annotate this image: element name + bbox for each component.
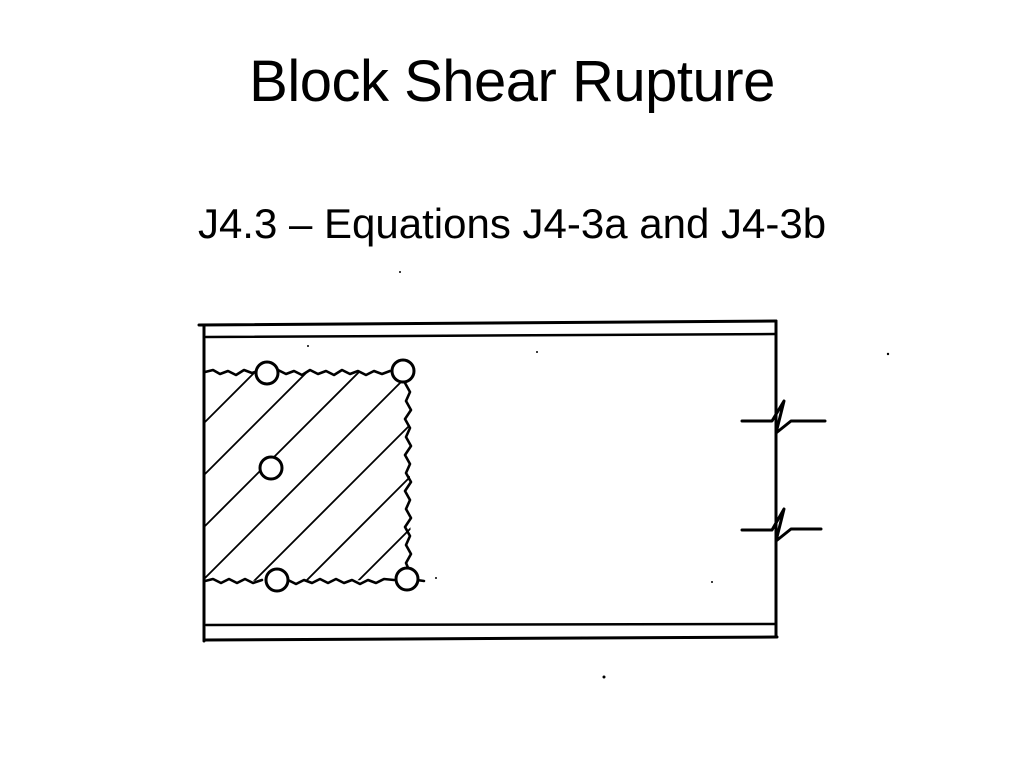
- scan-speck: [602, 675, 606, 679]
- shear-block-hatching: [205, 371, 411, 581]
- slide-title: Block Shear Rupture: [249, 49, 775, 114]
- break-symbol-lower: [740, 507, 823, 543]
- scan-speck: [711, 581, 713, 583]
- bolt-hole-top-left: [254, 360, 280, 386]
- scan-speck: [435, 577, 437, 579]
- bolt-hole-middle: [258, 455, 284, 481]
- break-symbol-upper: [740, 399, 827, 435]
- upper-shear-rupture-line: [203, 368, 392, 377]
- bolt-hole-top-right: [390, 358, 416, 384]
- lower-shear-rupture-line: [203, 577, 426, 586]
- slide-subtitle: J4.3 – Equations J4-3a and J4-3b: [197, 200, 827, 247]
- plate-bottom-edge-outer: [202, 635, 779, 642]
- plate-top-edge-inner: [204, 332, 778, 339]
- plate-top-edge-outer: [197, 319, 778, 327]
- plate-bottom-edge-inner: [204, 622, 778, 627]
- scan-speck: [307, 345, 309, 347]
- scan-speck: [536, 351, 538, 353]
- bolt-hole-bottom-right: [394, 566, 420, 592]
- tension-rupture-line: [403, 381, 413, 572]
- scan-speck: [399, 271, 401, 273]
- bolt-hole-bottom-left: [264, 567, 290, 593]
- scan-speck: [886, 352, 890, 356]
